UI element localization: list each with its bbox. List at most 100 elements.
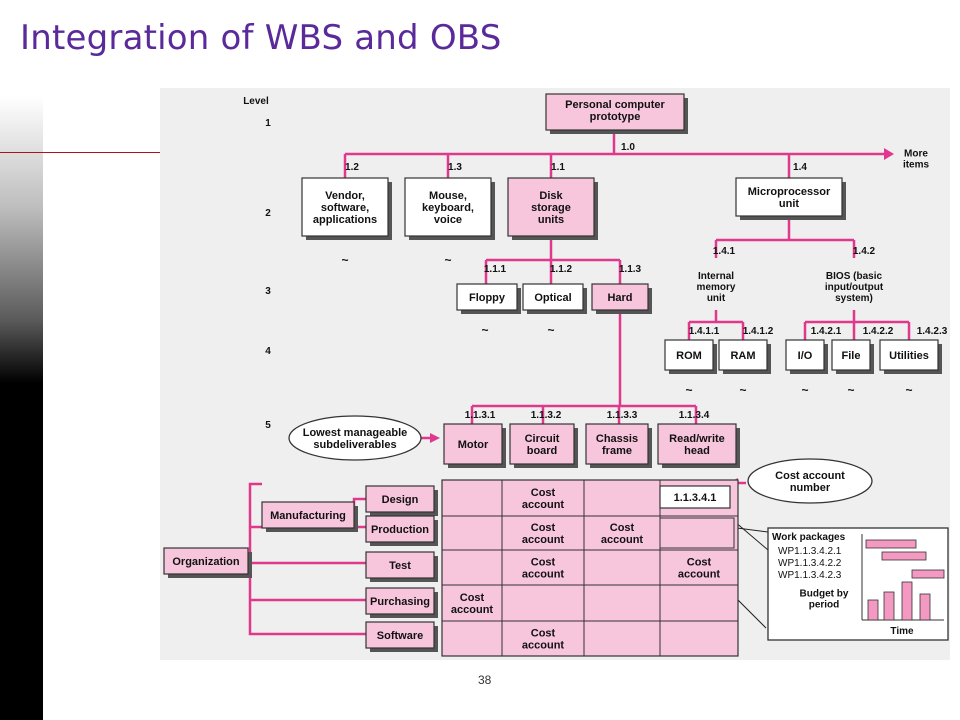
tilde-mark: ~ [341, 253, 348, 267]
wbs-code: 1.1.2 [550, 264, 573, 275]
wbs-level2-label: software, [321, 202, 369, 214]
tilde-mark: ~ [801, 383, 808, 397]
wbs-level2-label: units [538, 214, 564, 226]
obs-root-box [163, 547, 249, 575]
obs-unit-box [365, 621, 435, 649]
cost-account-number: 1.1.3.4.1 [674, 492, 717, 504]
wbs-level4-label: ROM [676, 350, 702, 362]
obs-unit-box [365, 485, 435, 513]
wbs-code: 1.1.3.3 [607, 410, 638, 421]
wbs-level3-label: memory [697, 282, 736, 293]
more-items-label: items [903, 160, 930, 171]
wbs-code: 1.4.1.1 [689, 326, 720, 337]
work-package-bar [881, 551, 927, 561]
cost-account-cell: account [522, 640, 565, 652]
wbs-level2-label: applications [313, 214, 377, 226]
tilde-mark: ~ [685, 383, 692, 397]
wbs-level5-label: Motor [458, 439, 489, 451]
wbs-level5-label: Circuit [525, 433, 560, 445]
wbs-level3-label: unit [707, 293, 726, 304]
wbs-level2-box [735, 177, 843, 217]
wbs-level3-box [591, 283, 649, 311]
wbs-level3-label: input/output [825, 282, 884, 293]
wbs-code: 1.1.1 [484, 264, 507, 275]
callout-lowest-subdeliverables [288, 415, 422, 461]
wbs-level2-box [404, 177, 492, 237]
work-package-item: WP1.1.3.4.2.3 [778, 570, 842, 581]
wbs-level3-box [456, 283, 518, 311]
cost-account-cell: account [601, 534, 644, 546]
level-number: 2 [265, 208, 271, 219]
obs-unit-box [365, 515, 435, 543]
diagram-boxes [163, 93, 949, 657]
wbs-code: 1.4.1.2 [743, 326, 774, 337]
wbs-code: 1.4.1 [713, 246, 736, 257]
budget-label: Budget by [800, 589, 849, 600]
cost-account-cell: Cost [610, 522, 635, 534]
more-items-label: More [904, 149, 928, 160]
wbs-level4-box [831, 339, 871, 371]
time-label: Time [890, 626, 914, 637]
cost-account-cell: Cost [460, 592, 485, 604]
wbs-level5-label: frame [602, 445, 632, 457]
cost-account-cell: account [522, 569, 565, 581]
cost-account-cell: account [451, 604, 494, 616]
wbs-level2-box [507, 177, 595, 237]
callout-cost-account-number [747, 458, 873, 504]
callout-lowest-label: Lowest manageable [303, 427, 408, 439]
wbs-level4-box [785, 339, 825, 371]
wbs-level3-box [522, 283, 584, 311]
budget-bar [901, 581, 913, 621]
cost-account-cell: account [522, 534, 565, 546]
obs-manufacturing-label: Manufacturing [270, 510, 346, 522]
work-package-item: WP1.1.3.4.2.2 [778, 558, 842, 569]
level-number: 1 [265, 118, 271, 129]
wbs-code: 1.0 [621, 142, 635, 153]
budget-bar [867, 599, 879, 621]
wbs-level4-label: RAM [730, 350, 755, 362]
tilde-mark: ~ [905, 383, 912, 397]
wbs-level4-box [718, 339, 768, 371]
wbs-code: 1.2 [345, 162, 359, 173]
obs-unit-label: Test [389, 560, 411, 572]
wbs-level2-label: Microprocessor [748, 186, 831, 198]
wbs-code: 1.4.2.2 [863, 326, 894, 337]
wbs-level2-label: voice [434, 214, 462, 226]
work-packages-title: Work packages [772, 532, 846, 543]
obs-manufacturing-box [261, 501, 355, 529]
tilde-mark: ~ [739, 383, 746, 397]
wbs-code: 1.1.3.1 [465, 410, 496, 421]
title-rule [0, 152, 162, 153]
cost-account-cell: Cost [687, 557, 712, 569]
cost-account-cell: account [522, 499, 565, 511]
wbs-code: 1.1.3 [619, 264, 642, 275]
obs-unit-label: Production [371, 524, 429, 536]
wbs-level4-label: File [842, 350, 861, 362]
wbs-level5-label: Read/write [669, 433, 725, 445]
cost-account-cell: Cost [531, 522, 556, 534]
work-package-panel [767, 527, 949, 641]
wbs-level4-label: Utilities [889, 350, 929, 362]
wbs-level5-box [509, 423, 575, 465]
slide-title: Integration of WBS and OBS [20, 18, 502, 58]
wbs-root-label: prototype [590, 111, 641, 123]
wbs-level2-label: storage [531, 202, 571, 214]
wbs-level3-label: Floppy [469, 292, 506, 304]
wbs-level3-label: BIOS (basic [826, 271, 883, 282]
tilde-mark: ~ [847, 383, 854, 397]
obs-unit-label: Design [382, 494, 419, 506]
wbs-level5-box [657, 423, 737, 465]
wbs-level3-label: Internal [698, 271, 734, 282]
wbs-level3-label: Optical [534, 292, 571, 304]
level-header: Level [243, 96, 269, 107]
wbs-level2-label: Vendor, [325, 190, 365, 202]
budget-label: period [809, 600, 840, 611]
wbs-level5-label: head [684, 445, 710, 457]
wbs-root-label: Personal computer [565, 99, 665, 111]
wbs-level2-box [301, 177, 389, 237]
wbs-code: 1.4.2 [853, 246, 876, 257]
cost-account-cell: Cost [531, 557, 556, 569]
cost-account-cell: Cost [531, 487, 556, 499]
wbs-level5-label: board [527, 445, 558, 457]
